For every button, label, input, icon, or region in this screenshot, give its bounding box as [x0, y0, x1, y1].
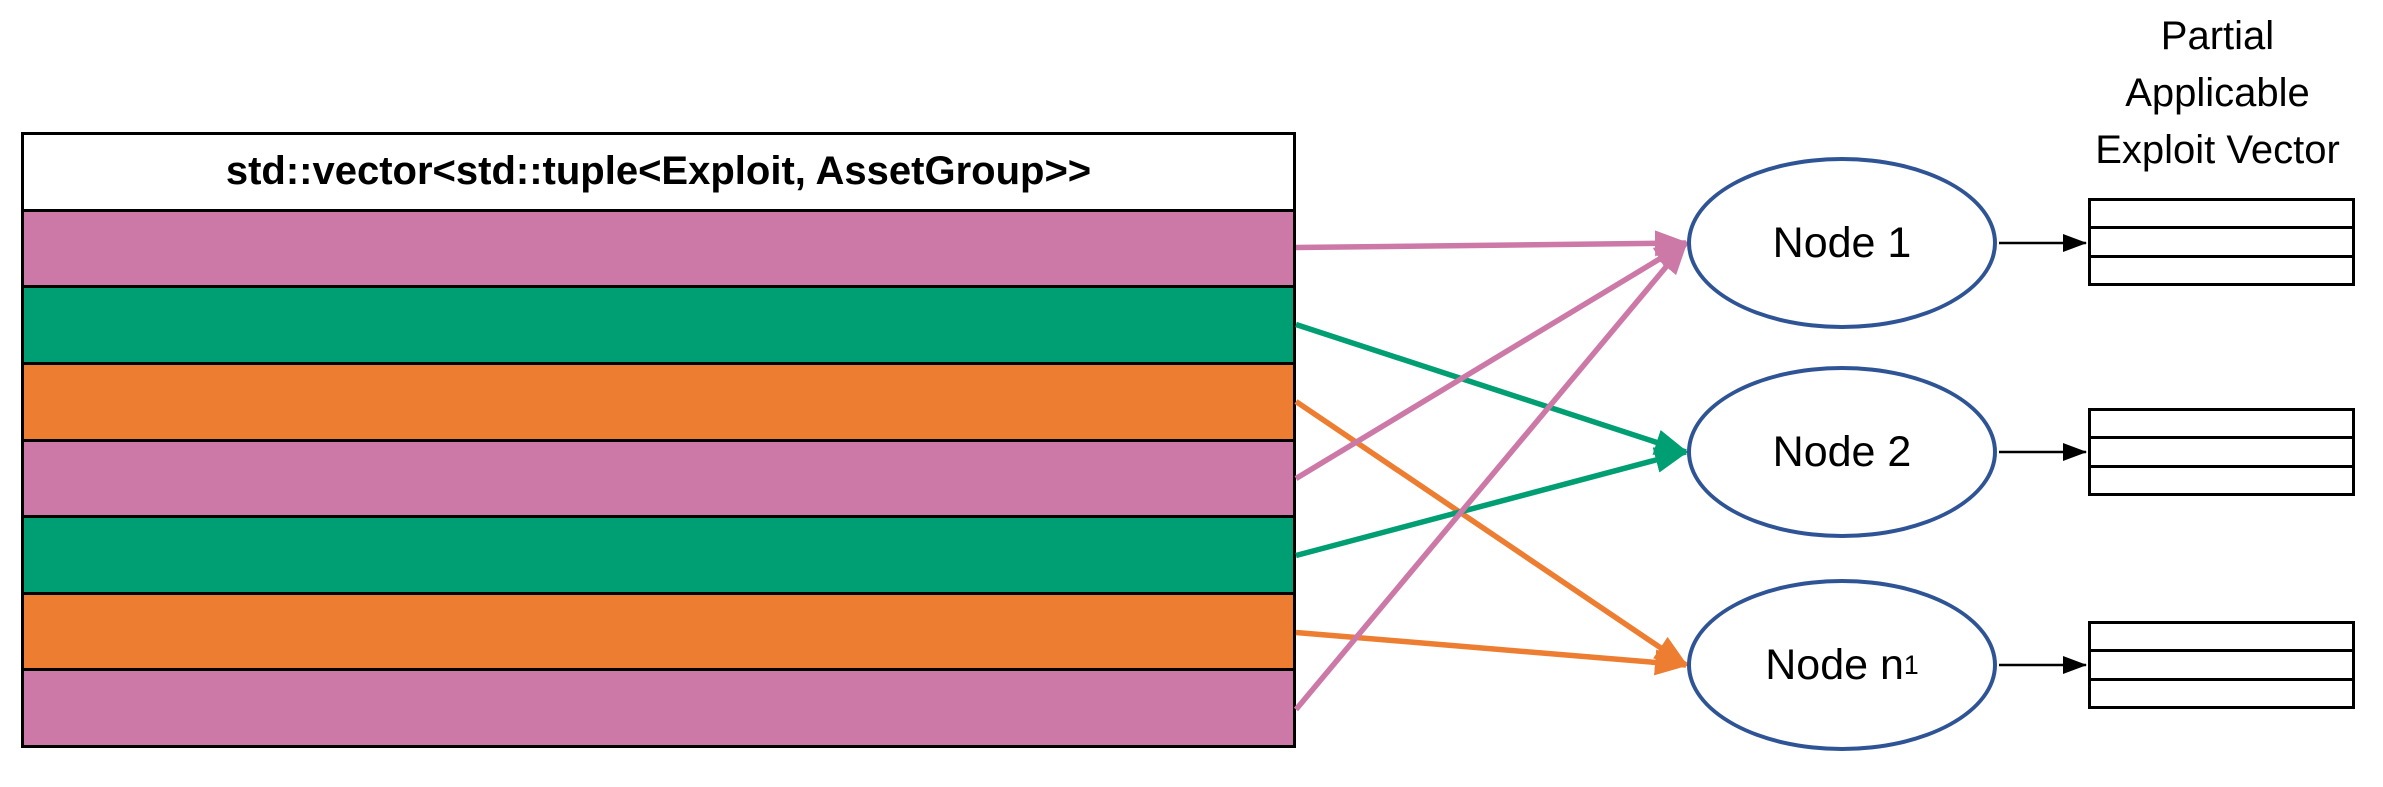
vector-row-5-green [24, 518, 1293, 595]
tuple-row-6-to-node-3-arrow [1295, 629, 1689, 676]
exploit-assetgroup-vector-table: std::vector<std::tuple<Exploit, AssetGro… [21, 132, 1296, 748]
partial-vector-cell [2091, 201, 2352, 230]
tuple-row-2-to-node-2-arrow [1295, 321, 1689, 455]
node-2-ellipse: Node 2 [1687, 366, 1997, 538]
node-1-ellipse: Node 1 [1687, 157, 1997, 329]
node-1-label: Node 1 [1772, 218, 1912, 267]
vector-row-2-green [24, 288, 1293, 365]
node-n1-label: Node n [1765, 640, 1904, 689]
vector-row-4-pink [24, 441, 1293, 519]
vector-row-1-pink [24, 211, 1293, 289]
node-2-label: Node 2 [1772, 427, 1912, 476]
partial-vector-cell [2091, 258, 2352, 283]
partial-vector-cell [2091, 681, 2352, 706]
tuple-row-1-to-node-1-arrow [1295, 230, 1689, 257]
tuple-row-4-to-node-1-arrow [1294, 240, 1689, 481]
vector-row-6-orange [24, 594, 1293, 672]
partial-applicable-exploit-vector-label: Partial Applicable Exploit Vector [2095, 14, 2340, 172]
partial-vector-cell [2091, 229, 2352, 258]
partial-vector-cell [2091, 468, 2352, 493]
partial-exploit-vector-table-3 [2088, 621, 2355, 709]
tuple-row-3-to-node-3-arrow [1294, 399, 1689, 668]
vector-row-3-orange [24, 364, 1293, 442]
partial-exploit-vector-table-1 [2088, 198, 2355, 286]
partial-vector-cell [2091, 439, 2352, 468]
vector-row-7-pink [24, 671, 1293, 745]
partial-vector-cell [2091, 411, 2352, 440]
partial-vector-cell [2091, 652, 2352, 681]
tuple-row-7-to-node-1-arrow [1293, 240, 1689, 712]
partial-vector-cell [2091, 624, 2352, 653]
tuple-row-5-to-node-2-arrow [1295, 447, 1689, 559]
vector-table-header: std::vector<std::tuple<Exploit, AssetGro… [24, 135, 1293, 212]
partial-exploit-vector-table-2 [2088, 408, 2355, 496]
